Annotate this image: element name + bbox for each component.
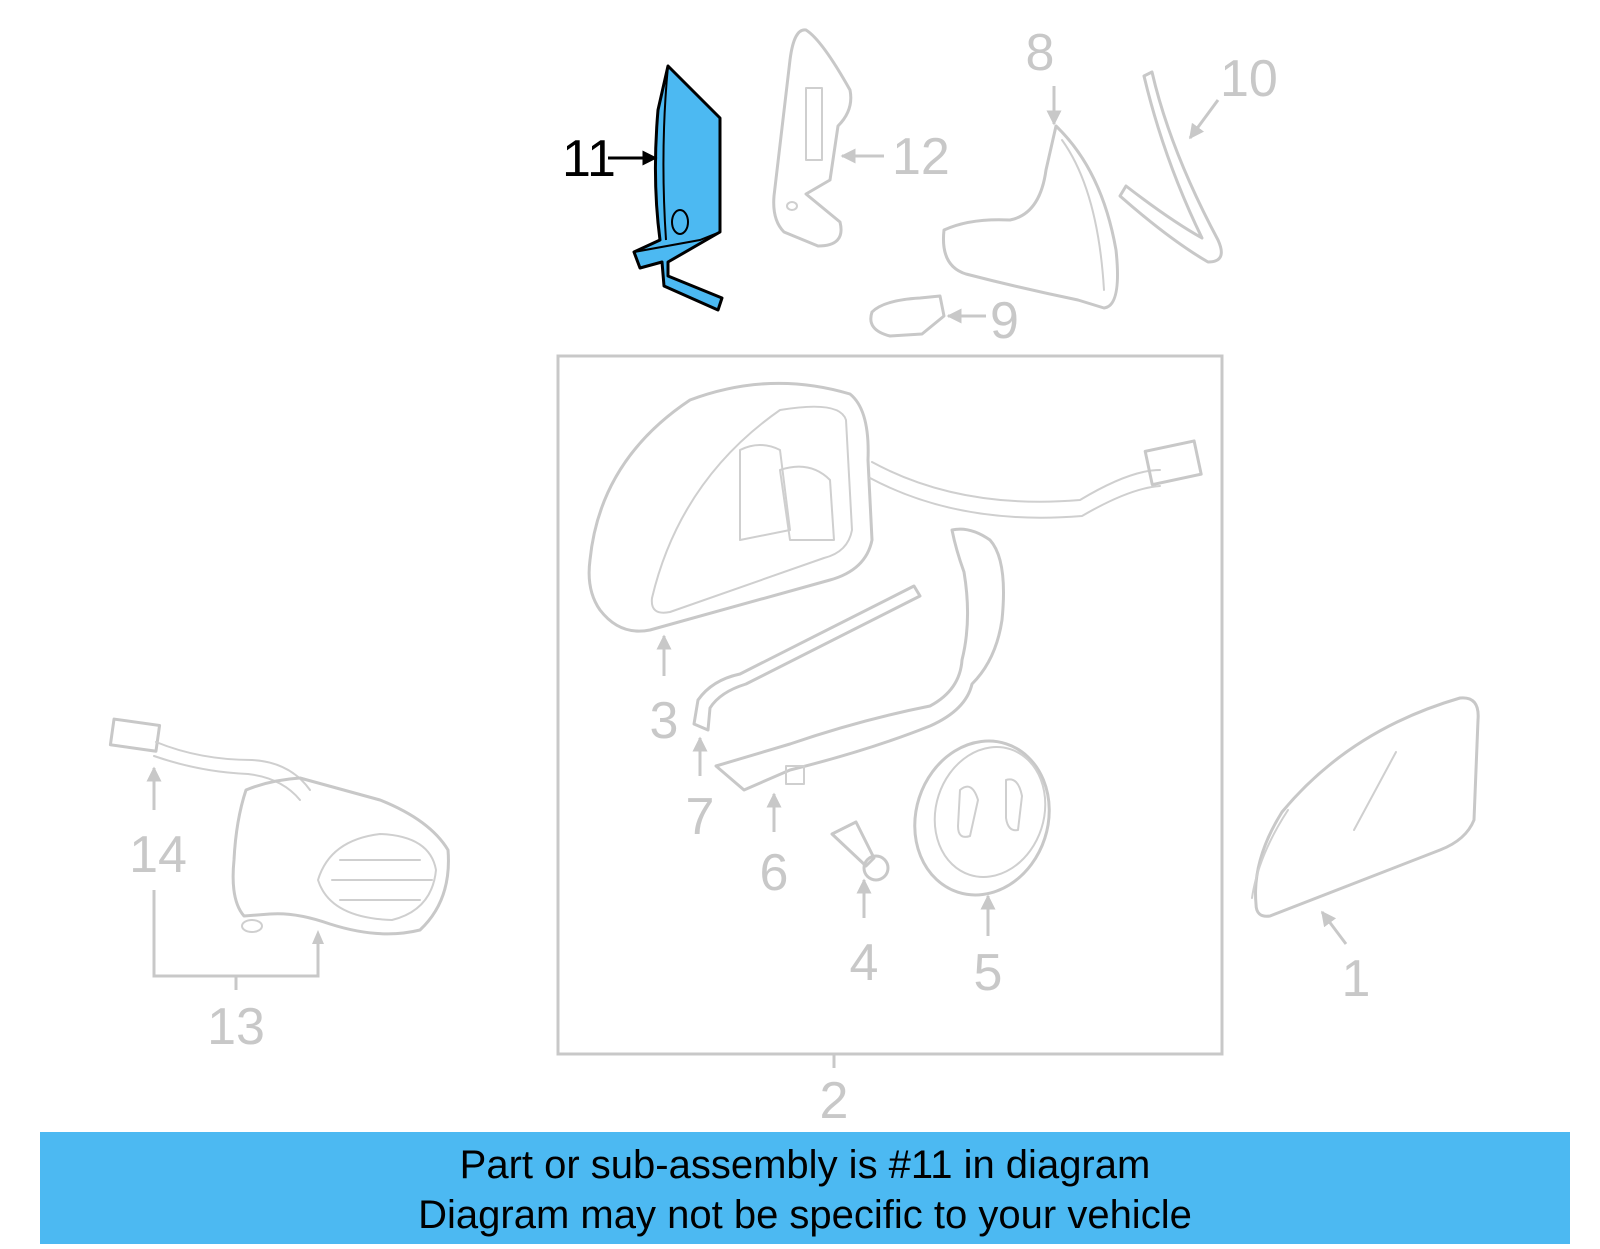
part-9-clip[interactable] xyxy=(869,294,946,338)
part-10-molding[interactable] xyxy=(1118,70,1223,264)
part-8-cap[interactable] xyxy=(941,124,1119,310)
callout-12: 12 xyxy=(892,128,950,186)
callout-10: 10 xyxy=(1220,50,1278,108)
part-12-cover[interactable] xyxy=(772,28,853,248)
leader-10 xyxy=(1188,99,1220,140)
part-11-bracket[interactable] xyxy=(632,64,724,312)
callout-1: 1 xyxy=(1342,950,1371,1008)
callout-8: 8 xyxy=(1026,24,1055,82)
callout-5: 5 xyxy=(974,944,1003,1002)
banner-line-2: Diagram may not be specific to your vehi… xyxy=(418,1193,1192,1237)
part-14-lamp-assembly[interactable] xyxy=(108,717,450,936)
callout-9: 9 xyxy=(990,292,1019,350)
part-3-housing[interactable] xyxy=(587,381,1203,633)
part-6-trim[interactable] xyxy=(714,527,1005,792)
callout-2: 2 xyxy=(820,1072,849,1130)
callout-14: 14 xyxy=(129,826,187,884)
callout-7: 7 xyxy=(686,788,715,846)
callout-13: 13 xyxy=(207,998,265,1056)
callout-11: 11 xyxy=(562,130,616,188)
part-5-motor[interactable] xyxy=(895,723,1069,912)
assembly-box-2 xyxy=(556,354,1224,1056)
info-banner: Part or sub-assembly is #11 in diagram D… xyxy=(40,1132,1570,1244)
callout-4: 4 xyxy=(850,934,879,992)
part-7-seal[interactable] xyxy=(692,584,922,732)
part-1-glass[interactable] xyxy=(1251,696,1480,918)
leader-13-arrow xyxy=(312,930,324,944)
callout-3: 3 xyxy=(650,692,679,750)
leader-1 xyxy=(1320,910,1348,945)
banner-line-1: Part or sub-assembly is #11 in diagram xyxy=(459,1143,1151,1187)
callout-6: 6 xyxy=(760,844,789,902)
part-4-screw[interactable] xyxy=(830,820,890,882)
